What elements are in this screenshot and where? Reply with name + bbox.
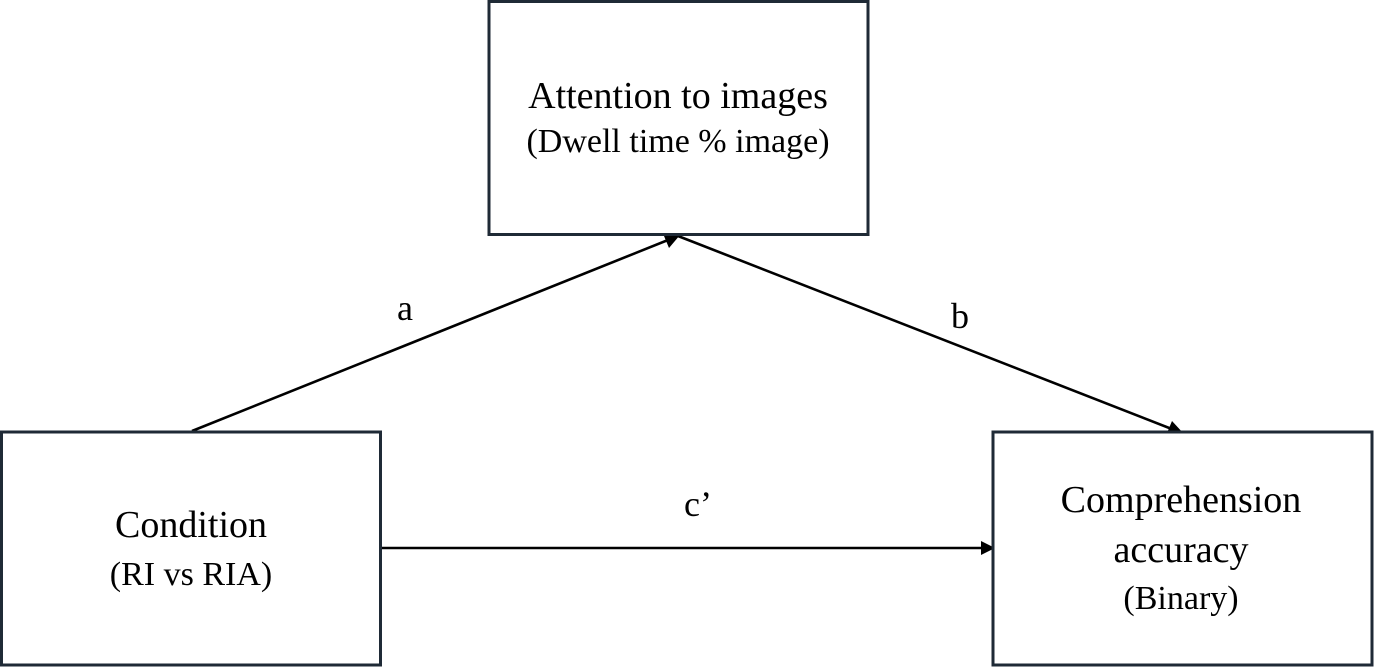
outcome-subtitle: (Binary) xyxy=(1123,580,1238,617)
predictor-subtitle: (RI vs RIA) xyxy=(110,556,272,593)
path-c-prime-label: c’ xyxy=(684,484,712,524)
path-a-arrowhead xyxy=(664,235,680,248)
path-c-prime-arrowhead xyxy=(981,541,995,555)
path-b-arrow xyxy=(677,234,1183,435)
mediator-node: Attention to images (Dwell time % image) xyxy=(487,0,870,236)
outcome-title-line1: Comprehension xyxy=(1061,479,1302,521)
outcome-node: Comprehension accuracy (Binary) xyxy=(991,430,1374,667)
outcome-box xyxy=(991,430,1374,667)
predictor-title: Condition xyxy=(115,504,267,546)
outcome-title-line2: accuracy xyxy=(1114,529,1249,571)
path-b-label: b xyxy=(951,296,969,336)
predictor-node: Condition (RI vs RIA) xyxy=(0,430,382,667)
mediator-subtitle: (Dwell time % image) xyxy=(526,123,829,160)
mediator-title: Attention to images xyxy=(528,75,828,117)
mediator-box xyxy=(487,0,870,236)
predictor-box xyxy=(0,430,382,667)
path-a-arrow xyxy=(191,234,679,433)
path-a-label: a xyxy=(397,288,413,328)
